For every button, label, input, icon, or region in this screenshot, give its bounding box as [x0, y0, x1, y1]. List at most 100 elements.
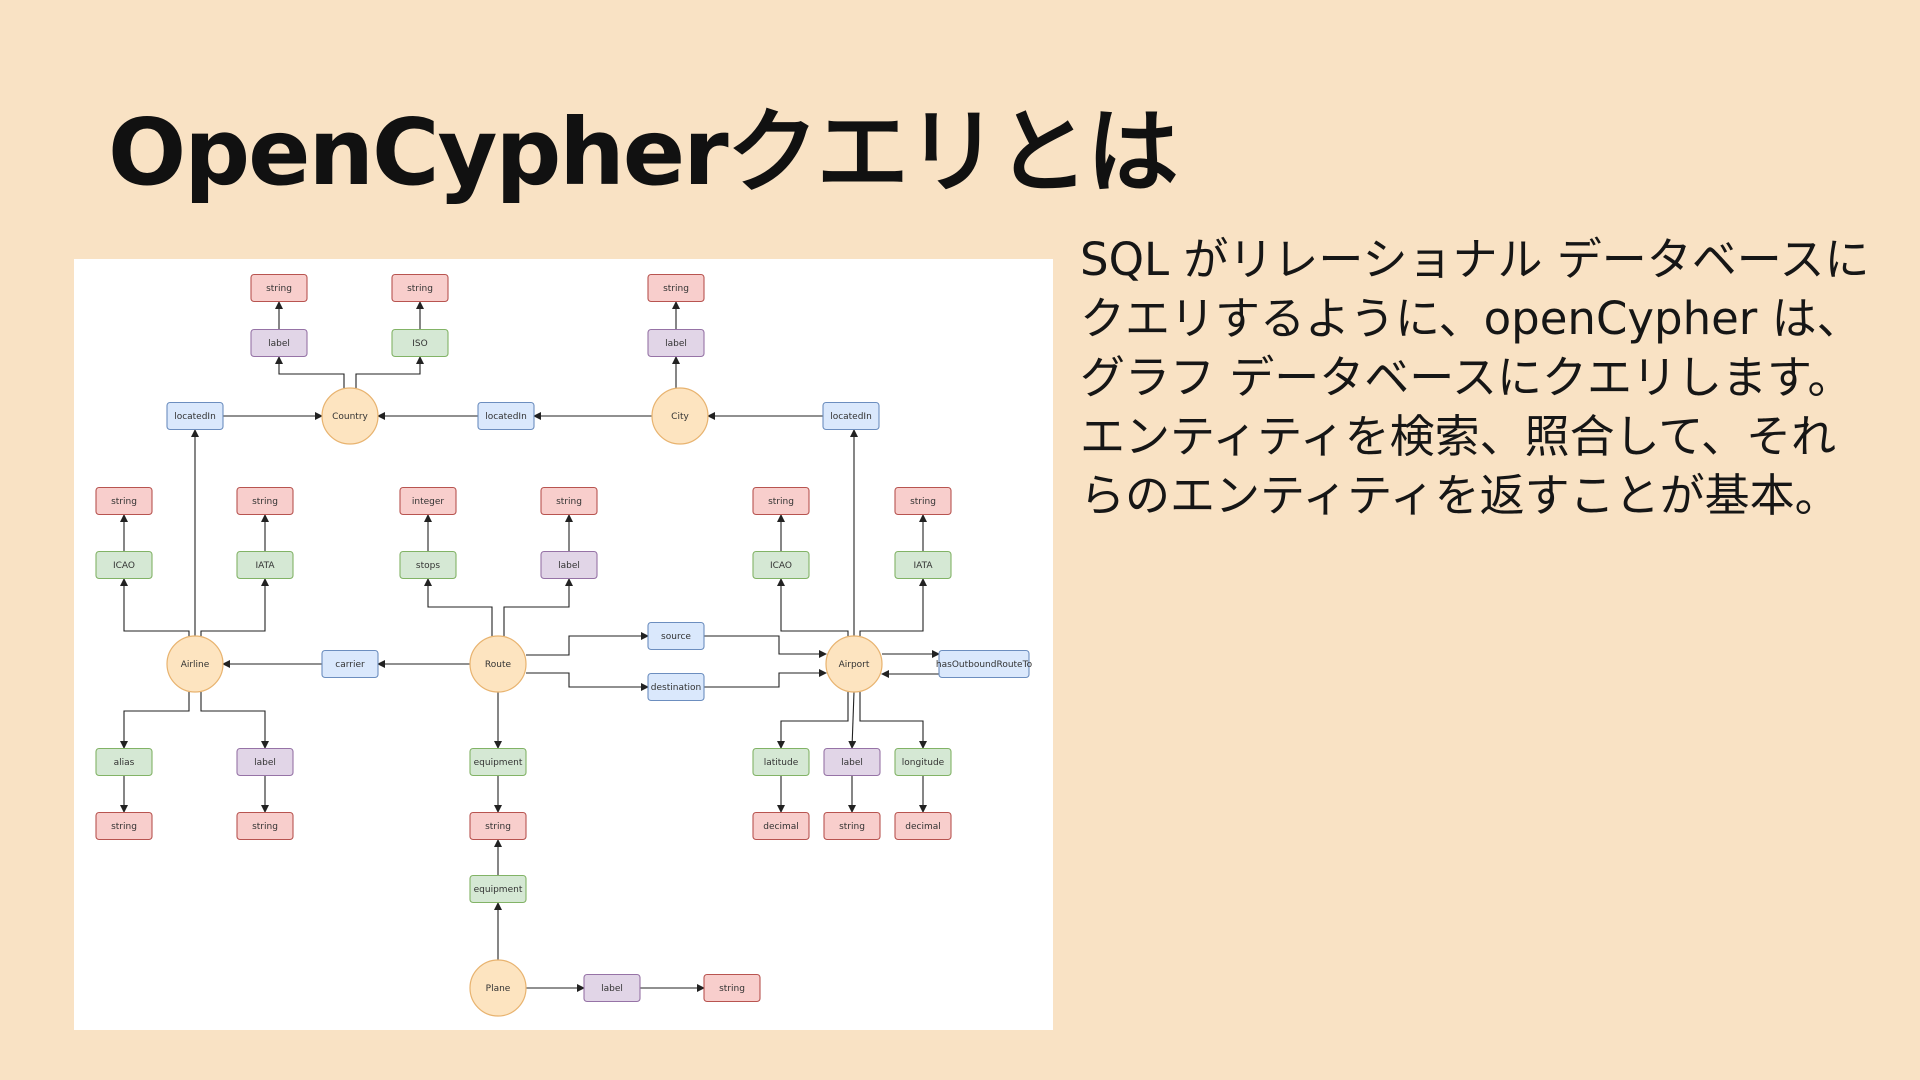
type-node-shape [236, 811, 294, 841]
node-text: alias [114, 758, 135, 768]
node-city-label-type: string [647, 273, 705, 303]
entity-node-shape [469, 959, 527, 1017]
node-text: Plane [486, 984, 511, 994]
node-text: destination [651, 683, 701, 693]
label-node-shape [823, 747, 881, 777]
type-node-shape [236, 486, 294, 516]
node-airline-iata: IATA [236, 550, 294, 580]
node-plane-equipment: equipment [469, 874, 527, 904]
node-text: equipment [474, 758, 523, 768]
node-country-iso-type: string [391, 273, 449, 303]
type-node-shape [752, 811, 810, 841]
node-text: string [839, 822, 865, 832]
node-text: label [558, 561, 580, 571]
node-route-label: label [540, 550, 598, 580]
node-text: decimal [763, 822, 798, 832]
diagram-edge [848, 691, 857, 749]
node-text: string [111, 822, 137, 832]
type-node-shape [894, 811, 952, 841]
node-text: IATA [255, 561, 275, 571]
node-locatedin-right: locatedIn [822, 401, 880, 431]
node-text: locatedIn [830, 412, 872, 422]
node-text: carrier [335, 660, 365, 670]
node-airline-label-type: string [236, 811, 294, 841]
diagram-edge [526, 672, 649, 691]
node-has-outbound: hasOutboundRouteTo [936, 649, 1033, 679]
node-airport-icao: ICAO [752, 550, 810, 580]
node-text: latitude [764, 758, 799, 768]
node-text: Airline [181, 660, 210, 670]
node-airport-iata-type: string [894, 486, 952, 516]
diagram-edge [704, 635, 827, 658]
diagram-edge [120, 578, 190, 636]
node-text: integer [412, 497, 445, 507]
node-carrier: carrier [321, 649, 379, 679]
relationship-node-shape [647, 621, 705, 651]
node-text: Country [332, 412, 368, 422]
property-node-shape [95, 747, 153, 777]
diagram-edge [704, 669, 827, 688]
node-text: string [556, 497, 582, 507]
entity-node-shape [651, 387, 709, 445]
node-text: longitude [902, 758, 945, 768]
node-country-label-type: string [250, 273, 308, 303]
property-node-shape [95, 550, 153, 580]
relationship-node-shape [166, 401, 224, 431]
diagram-edge [859, 578, 927, 636]
property-node-shape [894, 747, 952, 777]
node-text: string [719, 984, 745, 994]
node-locatedin-mid: locatedIn [477, 401, 535, 431]
node-text: locatedIn [485, 412, 527, 422]
node-plane-label: label [583, 973, 641, 1003]
node-text: ICAO [113, 561, 135, 571]
node-text: string [252, 822, 278, 832]
label-node-shape [583, 973, 641, 1003]
node-locatedin-left: locatedIn [166, 401, 224, 431]
node-airport-label: label [823, 747, 881, 777]
slide-body-text: SQL がリレーショナル データベースにクエリするように、openCypher … [1080, 233, 1870, 522]
node-airline-alias-type: string [95, 811, 153, 841]
node-route-stops: stops [399, 550, 457, 580]
node-airport-latitude-type: decimal [752, 811, 810, 841]
node-country-label: label [250, 328, 308, 358]
node-text: decimal [905, 822, 940, 832]
node-airport-icao-type: string [752, 486, 810, 516]
node-text: Airport [839, 660, 870, 670]
property-node-shape [399, 550, 457, 580]
slide-title: OpenCypherクエリとは [108, 99, 1179, 206]
node-airport-longitude-type: decimal [894, 811, 952, 841]
relationship-node-shape [477, 401, 535, 431]
diagram-edge [355, 356, 424, 388]
type-node-shape [399, 486, 457, 516]
node-route-equipment: equipment [469, 747, 527, 777]
diagram-edges [120, 301, 940, 992]
node-airport-iata: IATA [894, 550, 952, 580]
relationship-node-shape [321, 649, 379, 679]
type-node-shape [469, 811, 527, 841]
type-node-shape [391, 273, 449, 303]
node-text: ISO [412, 339, 427, 349]
label-node-shape [647, 328, 705, 358]
diagram-edge [424, 578, 493, 636]
type-node-shape [540, 486, 598, 516]
node-route: Route [469, 635, 527, 693]
node-text: equipment [474, 885, 523, 895]
node-airline-label: label [236, 747, 294, 777]
node-source: source [647, 621, 705, 651]
node-route-equipment-type: string [469, 811, 527, 841]
node-text: string [252, 497, 278, 507]
node-country: Country [321, 387, 379, 445]
node-text: string [266, 284, 292, 294]
property-node-shape [894, 550, 952, 580]
diagram-edge [200, 578, 269, 636]
node-route-stops-type: integer [399, 486, 457, 516]
type-node-shape [752, 486, 810, 516]
entity-node-shape [825, 635, 883, 693]
node-text: locatedIn [174, 412, 216, 422]
node-text: label [841, 758, 863, 768]
property-node-shape [391, 328, 449, 358]
node-airport-latitude: latitude [752, 747, 810, 777]
diagram-edge [275, 356, 345, 388]
